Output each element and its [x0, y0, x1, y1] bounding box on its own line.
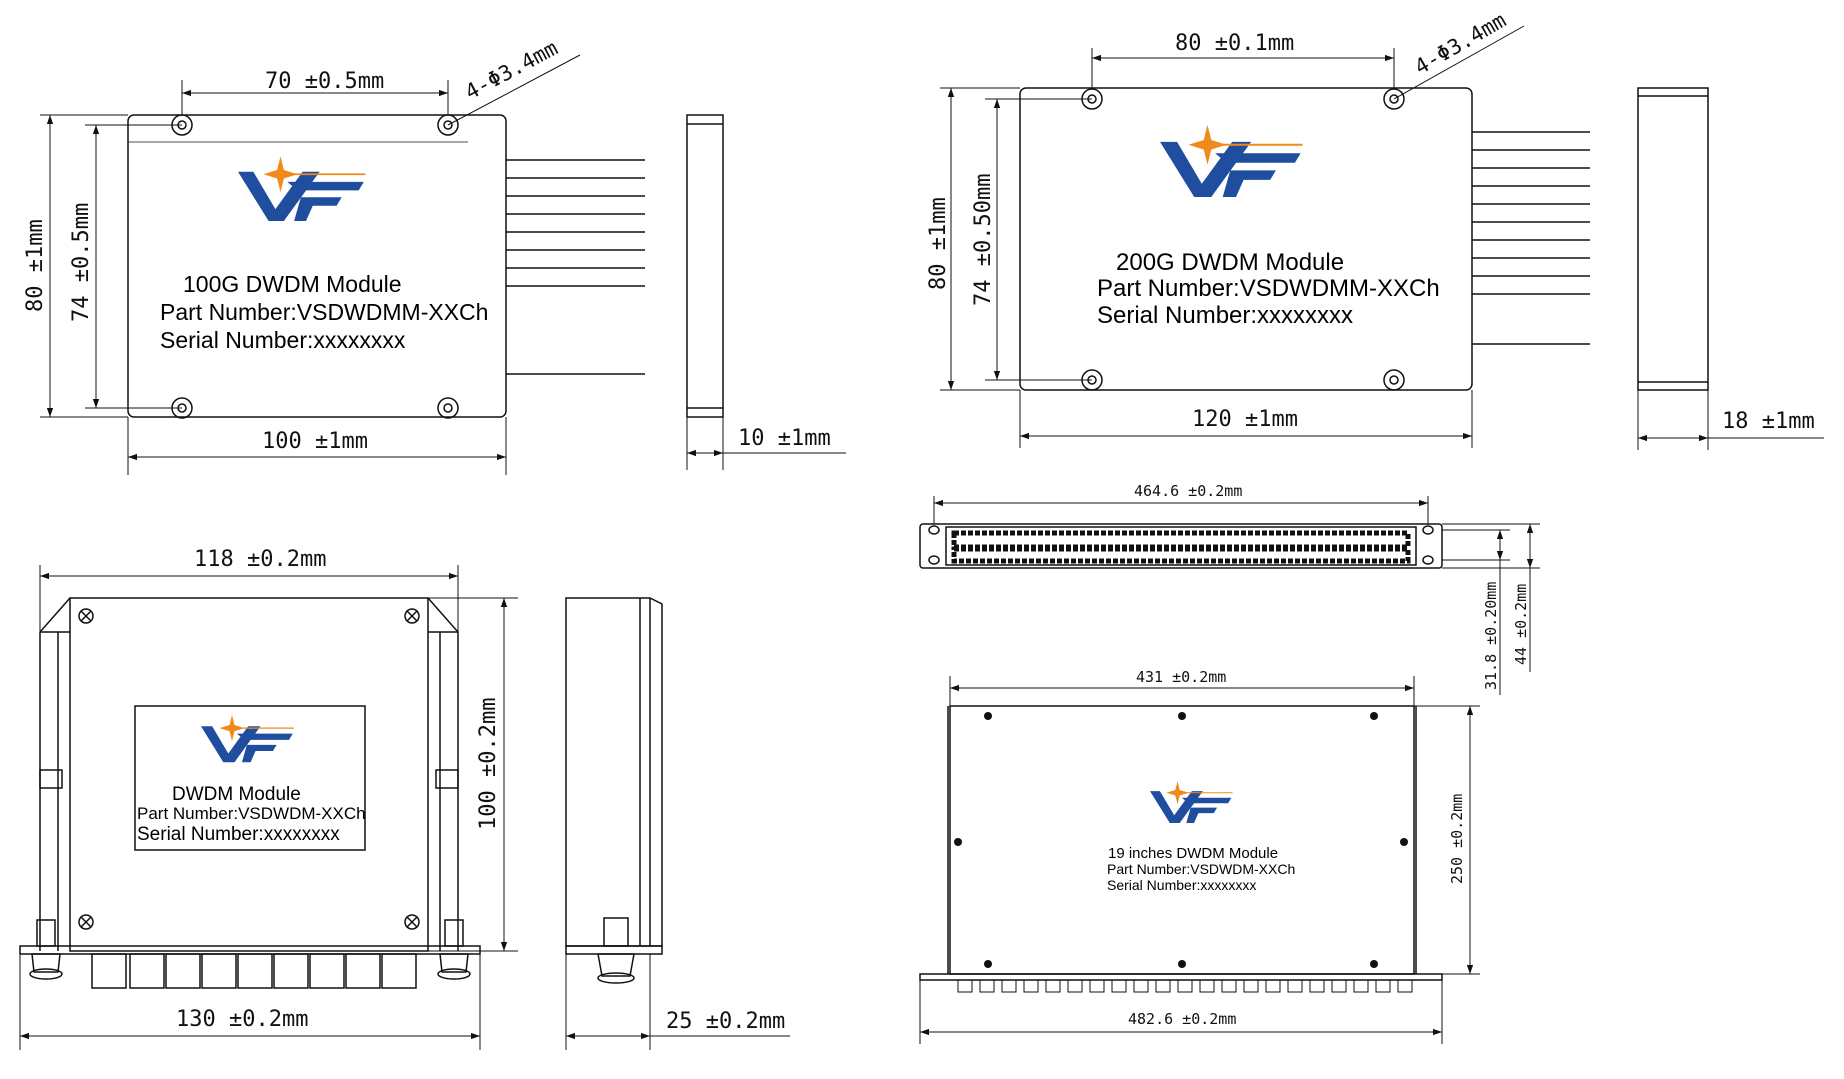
module-100g-part-number: Part Number:VSDWDMM-XXCh: [160, 299, 488, 325]
module-100g-drawing: [127, 114, 724, 419]
rack-serial-number: Serial Number:xxxxxxxx: [1107, 877, 1256, 893]
module-100g-dim-hole-pitch: 70 ±0.5mm: [265, 69, 384, 94]
module-100g-dim-height: 80 ±1mm: [23, 219, 48, 312]
cassette-dim-top-width: 118 ±0.2mm: [194, 547, 326, 572]
rack-rear-connectors: [957, 979, 1413, 993]
cassette-drawing: [19, 597, 663, 989]
cassette-serial-number: Serial Number:xxxxxxxx: [137, 824, 340, 845]
module-200g-logo: [1159, 123, 1304, 198]
cassette-side-view: [565, 597, 663, 984]
rack-dimension-lines: [919, 496, 1540, 1044]
rack-top-screws: [954, 712, 1408, 968]
module-200g-side-view: [1637, 87, 1709, 391]
module-200g-serial-number: Serial Number:xxxxxxxx: [1097, 302, 1353, 329]
module-200g-fiber-pigtails: [1472, 131, 1590, 345]
rack-logo: [1149, 780, 1234, 824]
module-100g-dim-holes: 4-Φ3.4mm: [461, 36, 562, 105]
module-200g-dim-height: 80 ±1mm: [926, 197, 951, 290]
cassette-connector-ports: [91, 953, 417, 989]
cassette-front-panel: [69, 597, 429, 952]
rack-dim-mount-width: 464.6 ±0.2mm: [1134, 482, 1242, 500]
module-200g-dim-holes: 4-Φ3.4mm: [1411, 8, 1511, 79]
module-200g-dim-thickness: 18 ±1mm: [1722, 409, 1815, 434]
module-100g-dimension-lines: [40, 54, 846, 475]
module-200g-dim-width: 120 ±1mm: [1192, 407, 1298, 432]
module-100g-fiber-pigtails: [506, 159, 645, 375]
cassette-name: DWDM Module: [172, 784, 301, 805]
rack-top-view: [919, 705, 1443, 981]
cassette-dim-width: 130 ±0.2mm: [176, 1007, 308, 1032]
module-100g-serial-number: Serial Number:xxxxxxxx: [160, 327, 406, 353]
module-200g-dim-inner-height: 74 ±0.50mm: [971, 174, 996, 306]
module-200g-name: 200G DWDM Module: [1116, 249, 1344, 276]
module-200g-dim-hole-pitch: 80 ±0.1mm: [1175, 31, 1294, 56]
rack-drawing: [919, 523, 1443, 993]
module-100g-dim-width: 100 ±1mm: [262, 429, 368, 454]
module-100g-body: [127, 114, 507, 418]
module-100g-dim-inner-height: 74 ±0.5mm: [69, 203, 94, 322]
cassette-dim-height: 100 ±0.2mm: [476, 698, 501, 830]
cassette-part-number: Part Number:VSDWDM-XXCh: [137, 804, 366, 823]
module-100g-logo: [237, 155, 367, 222]
module-100g-side-view: [686, 114, 724, 418]
rack-dim-depth: 250 ±0.2mm: [1448, 794, 1466, 884]
module-100g-name: 100G DWDM Module: [183, 271, 402, 297]
module-200g-mount-holes: [1081, 88, 1405, 391]
rack-dim-front-height: 44 ±0.2mm: [1512, 584, 1530, 665]
module-200g-drawing: [1019, 87, 1709, 391]
rack-front-view: [919, 523, 1443, 569]
rack-part-number: Part Number:VSDWDM-XXCh: [1107, 861, 1295, 877]
module-100g-dim-thickness: 10 ±1mm: [738, 426, 831, 451]
cassette-thumb-screws: [29, 919, 471, 980]
module-100g-mount-holes: [171, 114, 459, 419]
cassette-dim-depth: 25 ±0.2mm: [666, 1009, 785, 1034]
rack-dim-total-width: 482.6 ±0.2mm: [1128, 1010, 1236, 1028]
cassette-screws: [78, 608, 420, 930]
cassette-logo: [200, 714, 295, 763]
cassette-dimension-lines: [19, 565, 790, 1050]
cassette-label-box: [134, 705, 366, 851]
rack-dim-body-width: 431 ±0.2mm: [1136, 668, 1226, 686]
module-200g-dimension-lines: [940, 25, 1824, 450]
rack-name: 19 inches DWDM Module: [1108, 845, 1278, 862]
module-200g-body: [1019, 87, 1473, 391]
module-200g-part-number: Part Number:VSDWDMM-XXCh: [1097, 275, 1440, 302]
rack-dim-front-inner: 31.8 ±0.20mm: [1482, 582, 1500, 690]
